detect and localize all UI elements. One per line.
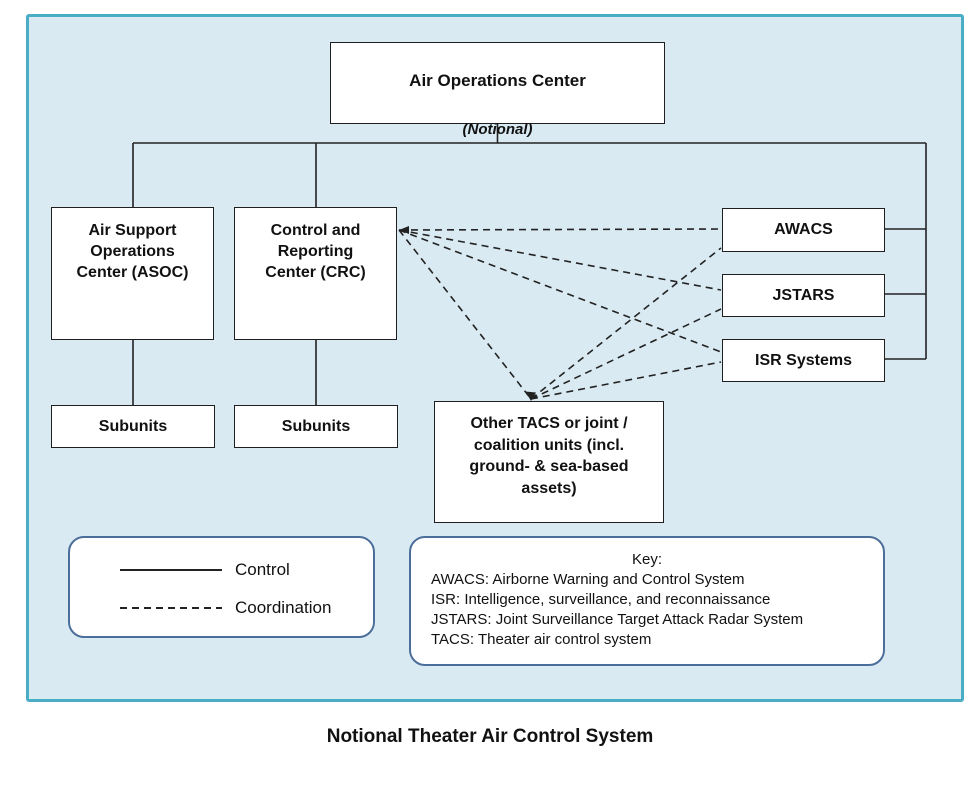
node-air-operations-center: Air Operations Center (Notional) <box>330 42 665 138</box>
node-aoc-title: Air Operations Center <box>409 71 586 90</box>
key-entry-tacs: TACS: Theater air control system <box>431 631 652 648</box>
node-other-tacs: Other TACS or joint / coalition units (i… <box>434 401 664 523</box>
key-entry-isr: ISR: Intelligence, surveillance, and rec… <box>431 591 771 608</box>
node-crc: Control and Reporting Center (CRC) <box>234 207 397 340</box>
node-isr-systems: ISR Systems <box>722 339 885 382</box>
legend-box: Control Coordination <box>68 536 375 638</box>
legend-item-control: Control <box>70 560 373 580</box>
dashed-line-sample <box>120 607 222 609</box>
node-subunits-crc: Subunits <box>234 405 398 448</box>
node-asoc: Air Support Operations Center (ASOC) <box>51 207 214 340</box>
legend-item-coordination: Coordination <box>70 598 373 618</box>
key-box: Key: AWACS: Airborne Warning and Control… <box>409 536 885 666</box>
legend-label-coordination: Coordination <box>235 598 332 617</box>
key-entry-jstars: JSTARS: Joint Surveillance Target Attack… <box>431 611 804 628</box>
node-awacs: AWACS <box>722 208 885 252</box>
node-subunits-asoc: Subunits <box>51 405 215 448</box>
node-jstars: JSTARS <box>722 274 885 317</box>
key-entry-awacs: AWACS: Airborne Warning and Control Syst… <box>431 571 745 588</box>
key-title: Key: <box>631 551 662 568</box>
legend-label-control: Control <box>235 560 290 579</box>
figure-caption: Notional Theater Air Control System <box>326 726 654 747</box>
node-aoc-subtitle: (Notional) <box>462 121 533 138</box>
solid-line-sample <box>120 569 222 571</box>
